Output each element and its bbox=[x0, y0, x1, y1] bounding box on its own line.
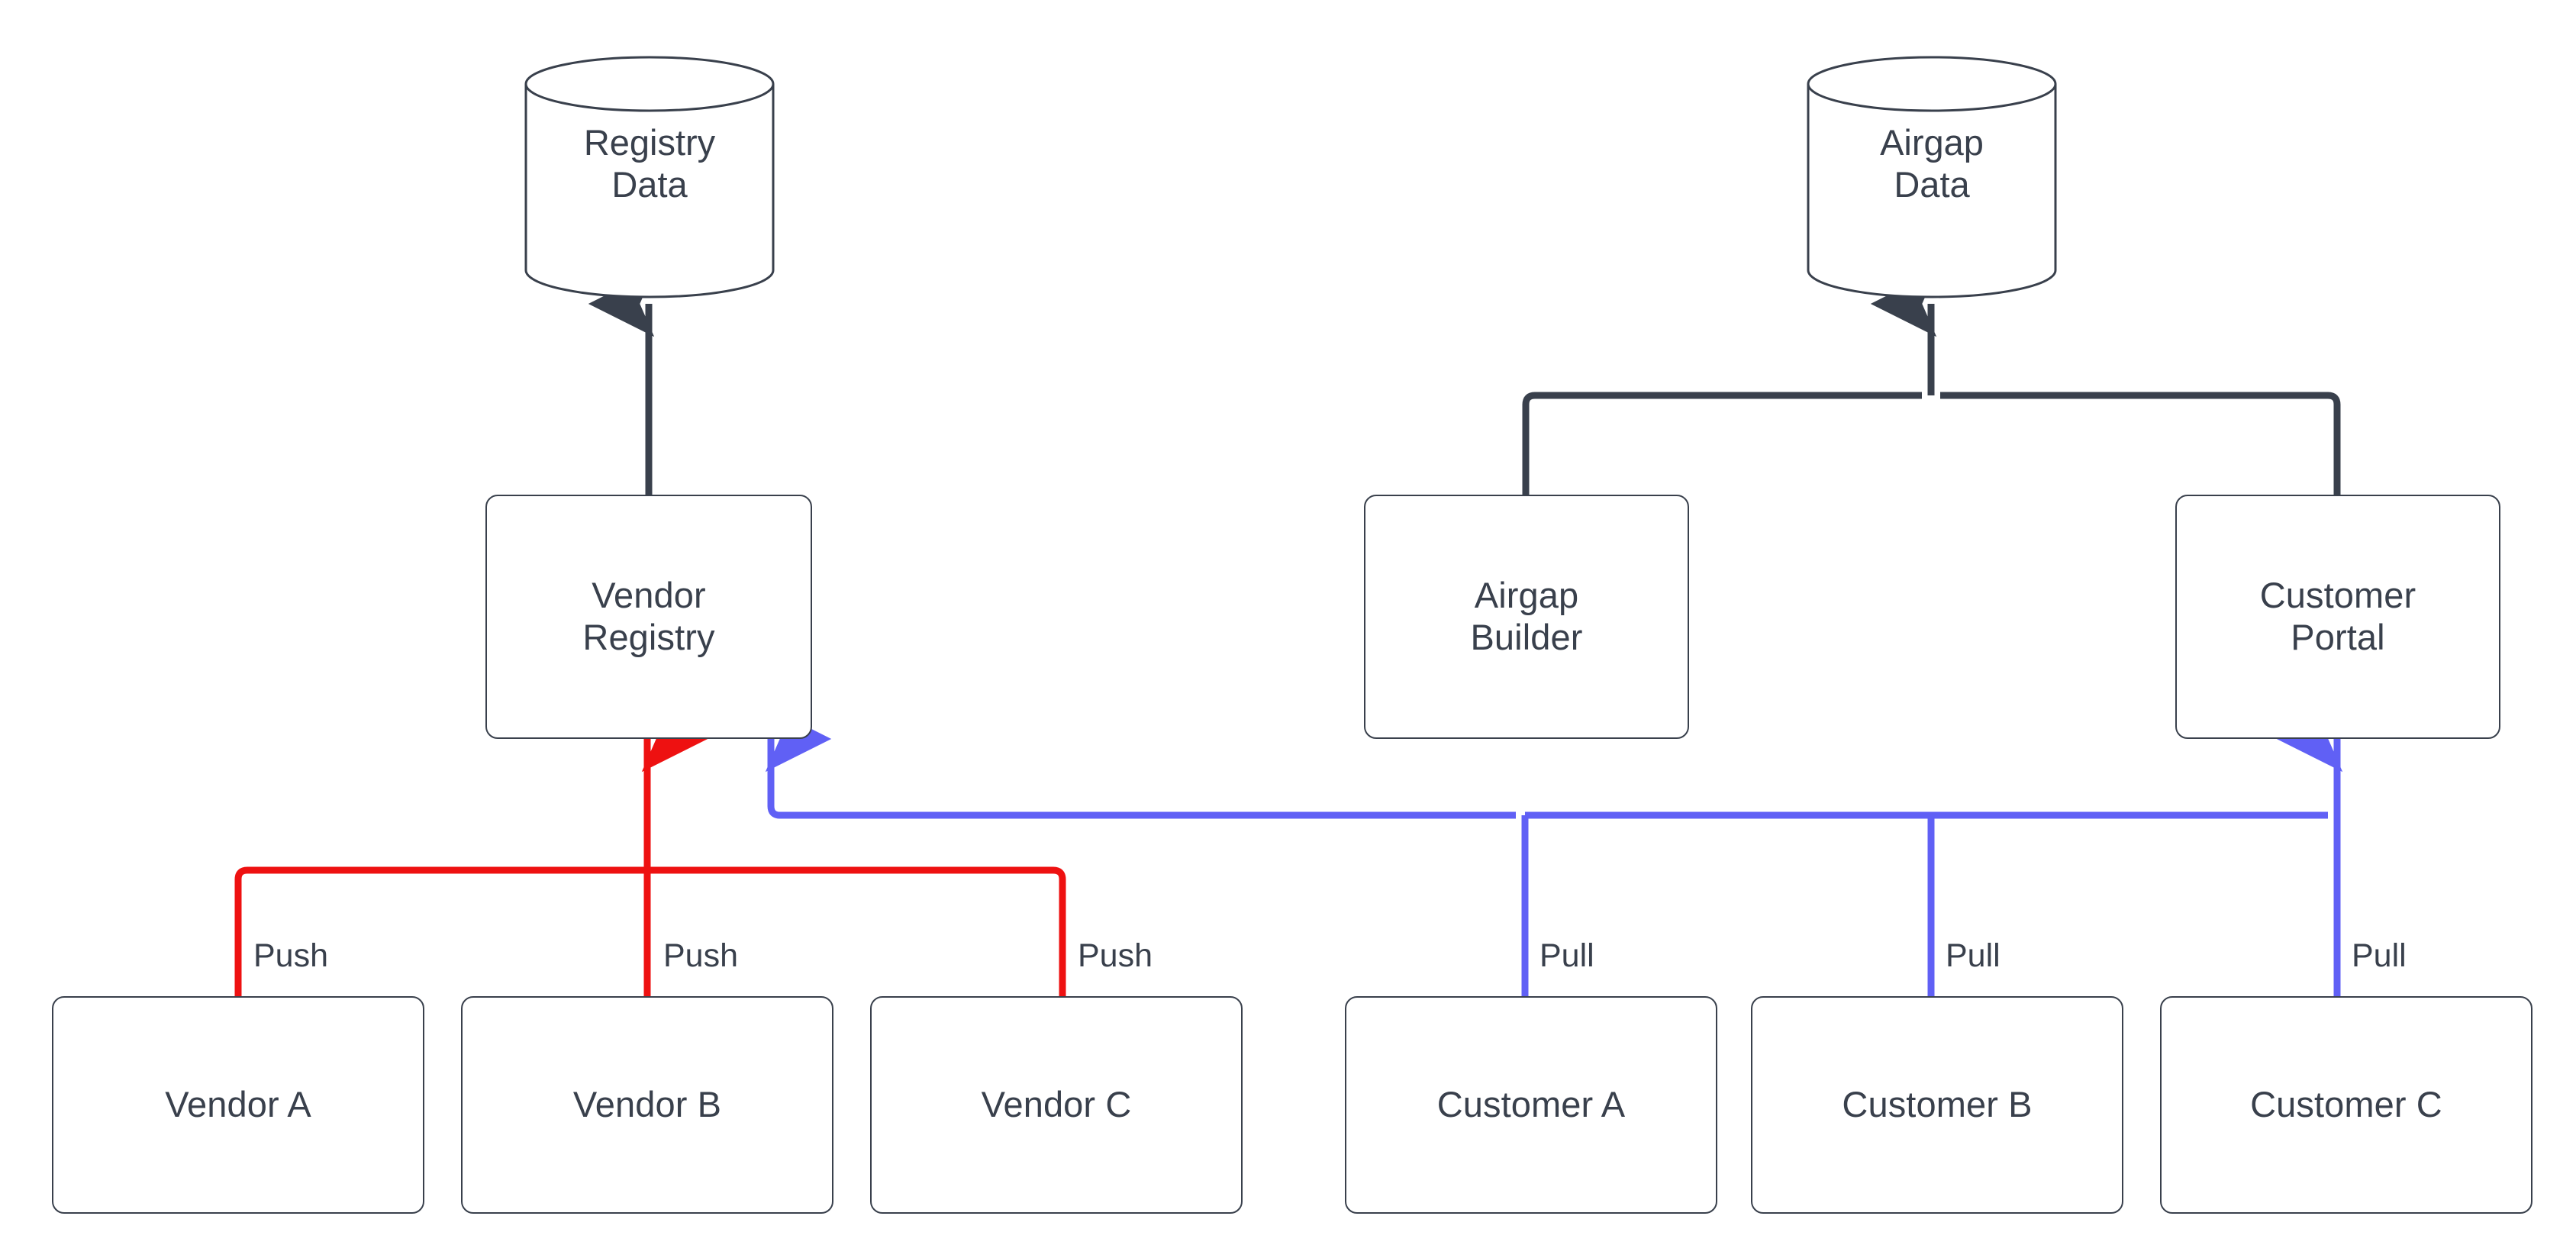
service-customer-portal[interactable]: Customer Portal bbox=[2175, 495, 2500, 739]
vendor-c-node[interactable]: Vendor C bbox=[870, 996, 1243, 1214]
customer-a-label: Customer A bbox=[1436, 1084, 1626, 1124]
datastore-registry-data-label: Registry Data bbox=[583, 122, 716, 205]
cylinder-shape bbox=[1807, 56, 2057, 298]
cylinder-shape bbox=[524, 56, 775, 298]
service-airgap-builder-label: Airgap Builder bbox=[1470, 575, 1583, 657]
edge-label-pull-customer-b: Pull bbox=[1940, 937, 2006, 975]
vendor-b-label: Vendor B bbox=[572, 1084, 722, 1124]
vendor-b-node[interactable]: Vendor B bbox=[461, 996, 833, 1214]
edge-airgap-builder-to-rail bbox=[1522, 392, 1922, 495]
service-customer-portal-label: Customer Portal bbox=[2259, 575, 2416, 657]
datastore-airgap-data[interactable]: Airgap Data bbox=[1806, 55, 2058, 299]
edge-label-push-vendor-a: Push bbox=[248, 937, 334, 975]
edge-customer-portal-to-rail bbox=[1940, 392, 2341, 495]
vendor-a-label: Vendor A bbox=[165, 1084, 311, 1124]
customer-b-label: Customer B bbox=[1842, 1084, 2033, 1124]
datastore-registry-data[interactable]: Registry Data bbox=[524, 55, 775, 299]
edge-label-push-vendor-c: Push bbox=[1072, 937, 1159, 975]
customer-a-node[interactable]: Customer A bbox=[1345, 996, 1717, 1214]
customer-c-label: Customer C bbox=[2250, 1084, 2442, 1124]
datastore-airgap-data-label: Airgap Data bbox=[1880, 122, 1984, 205]
edge-pull-into-vendor-registry bbox=[765, 705, 1516, 819]
edge-label-push-vendor-b: Push bbox=[658, 937, 744, 975]
vendor-c-label: Vendor C bbox=[981, 1084, 1132, 1124]
service-airgap-builder[interactable]: Airgap Builder bbox=[1364, 495, 1689, 739]
service-vendor-registry[interactable]: Vendor Registry bbox=[485, 495, 812, 739]
vendor-a-node[interactable]: Vendor A bbox=[52, 996, 424, 1214]
edge-label-pull-customer-a: Pull bbox=[1534, 937, 1600, 975]
customer-c-node[interactable]: Customer C bbox=[2160, 996, 2532, 1214]
service-vendor-registry-label: Vendor Registry bbox=[582, 575, 715, 657]
customer-b-node[interactable]: Customer B bbox=[1751, 996, 2123, 1214]
edge-label-pull-customer-c: Pull bbox=[2346, 937, 2412, 975]
